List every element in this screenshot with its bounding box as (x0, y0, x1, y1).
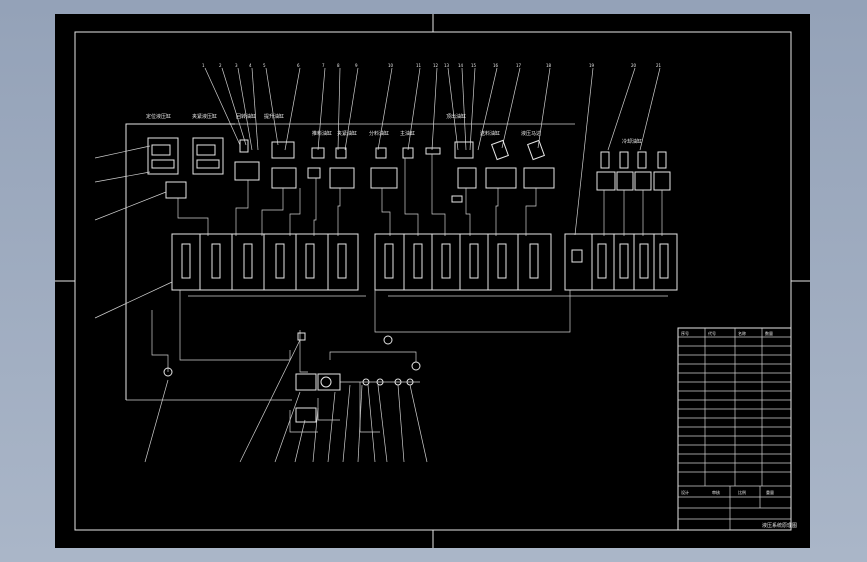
label-8: 顶出油缸 (446, 113, 466, 120)
svg-text:8: 8 (337, 63, 340, 68)
title-block-rows (678, 336, 791, 473)
svg-text:16: 16 (493, 63, 499, 68)
label-0: 定位液压缸 (146, 113, 171, 120)
top-leader-lines (204, 67, 661, 236)
valve-bank-3 (564, 233, 678, 291)
svg-text:15: 15 (471, 63, 477, 68)
label-9: 送料油缸 (480, 130, 500, 137)
label-6: 分料油缸 (369, 130, 389, 137)
tb-row-3: 数量 (765, 330, 773, 336)
drawing-title: 液压系统原理图 (762, 522, 797, 529)
tb-footer-1: 审核 (712, 489, 720, 495)
pump-station (163, 332, 421, 423)
valve-bank-1 (171, 233, 359, 291)
svg-text:6: 6 (297, 63, 300, 68)
centering-marks (55, 14, 810, 548)
valve-bank-2 (374, 233, 552, 291)
label-2: 回转油缸 (236, 113, 256, 120)
svg-text:4: 4 (249, 63, 252, 68)
actuator-group-middle (370, 139, 555, 203)
left-leader-lines (94, 145, 173, 319)
label-1: 夹紧液压缸 (192, 113, 217, 120)
svg-text:14: 14 (458, 63, 464, 68)
tb-row-1: 代号 (708, 330, 716, 336)
actuator-group-left (147, 137, 355, 199)
label-11: 冷却油缸 (622, 138, 642, 145)
tb-row-2: 名称 (738, 330, 746, 336)
tb-footer-0: 设计 (681, 489, 689, 495)
label-7: 主油缸 (400, 130, 415, 137)
svg-text:10: 10 (388, 63, 394, 68)
svg-text:19: 19 (589, 63, 595, 68)
pilot-line-left (125, 123, 235, 400)
svg-text:17: 17 (516, 63, 522, 68)
bottom-leader-lines (144, 339, 428, 463)
svg-text:1: 1 (202, 63, 205, 68)
svg-text:9: 9 (355, 63, 358, 68)
svg-text:2: 2 (219, 63, 222, 68)
label-3: 提升油缸 (264, 113, 284, 120)
svg-text:11: 11 (416, 63, 422, 68)
svg-text:5: 5 (263, 63, 266, 68)
svg-text:21: 21 (656, 63, 662, 68)
component-label-row: 定位液压缸 夹紧液压缸 回转油缸 提升油缸 推料油缸 夹紧油缸 分料油缸 主油缸… (146, 113, 642, 145)
svg-text:20: 20 (631, 63, 637, 68)
label-5: 夹紧油缸 (337, 130, 357, 137)
svg-text:18: 18 (546, 63, 552, 68)
svg-text:3: 3 (235, 63, 238, 68)
svg-text:12: 12 (433, 63, 439, 68)
tb-footer-2: 比例 (738, 489, 746, 495)
tb-footer-3: 重量 (766, 489, 774, 495)
svg-text:7: 7 (322, 63, 325, 68)
tb-row-0: 序号 (681, 330, 689, 336)
pipe-lines-upper (177, 154, 663, 236)
title-block: 序号 代号 名称 数量 设计 审核 比例 重量 液压系统原理图 (677, 327, 797, 531)
svg-text:13: 13 (444, 63, 450, 68)
label-4: 推料油缸 (312, 130, 332, 137)
label-10: 液压马达 (521, 130, 541, 137)
